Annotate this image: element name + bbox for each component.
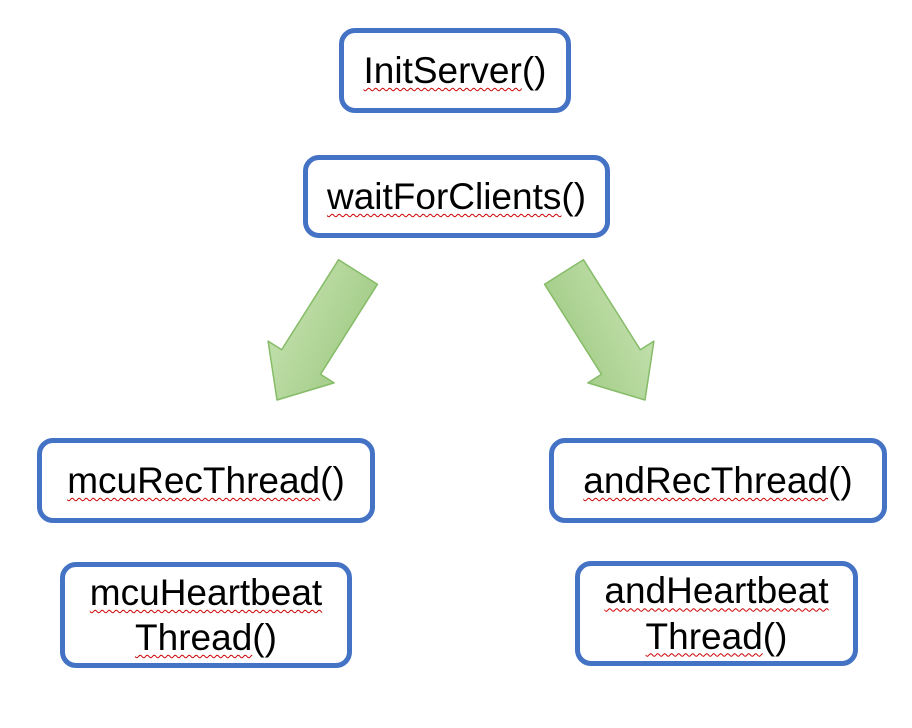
label-line-2: Thread()	[90, 615, 322, 660]
down-right-arrow-icon	[543, 258, 655, 401]
function-name: waitForClients	[326, 175, 562, 217]
function-parens: ()	[762, 615, 788, 657]
function-name: mcuRecThread	[67, 459, 321, 501]
function-parens: ()	[561, 175, 587, 217]
node-wait-for-clients: waitForClients()	[303, 155, 610, 238]
node-label: InitServer()	[364, 48, 547, 93]
label-line-1: mcuHeartbeat	[90, 570, 322, 615]
node-init-server: InitServer()	[339, 28, 571, 113]
function-name: InitServer	[363, 49, 522, 91]
function-parens: ()	[320, 459, 345, 501]
node-and-heartbeat-thread: andHeartbeat Thread()	[575, 561, 858, 666]
label-line-2: Thread()	[604, 614, 828, 659]
node-and-rec-thread: andRecThread()	[549, 438, 887, 523]
node-label: mcuRecThread()	[67, 458, 345, 503]
node-mcu-rec-thread: mcuRecThread()	[37, 438, 375, 523]
function-name: mcuHeartbeat	[89, 571, 323, 613]
function-parens: ()	[521, 49, 547, 91]
function-name: Thread	[645, 615, 763, 657]
node-label: andHeartbeat Thread()	[604, 568, 828, 658]
function-parens: ()	[252, 617, 277, 658]
function-name: andRecThread	[583, 459, 829, 501]
function-name: Thread	[135, 617, 253, 658]
node-label: waitForClients()	[327, 174, 586, 219]
node-label: mcuHeartbeat Thread()	[90, 570, 322, 660]
label-line-1: andHeartbeat	[604, 568, 828, 613]
function-parens: ()	[828, 459, 853, 501]
down-left-arrow-icon	[267, 258, 379, 401]
node-label: andRecThread()	[583, 458, 852, 503]
function-name: andHeartbeat	[604, 570, 829, 612]
node-mcu-heartbeat-thread: mcuHeartbeat Thread()	[60, 562, 352, 668]
